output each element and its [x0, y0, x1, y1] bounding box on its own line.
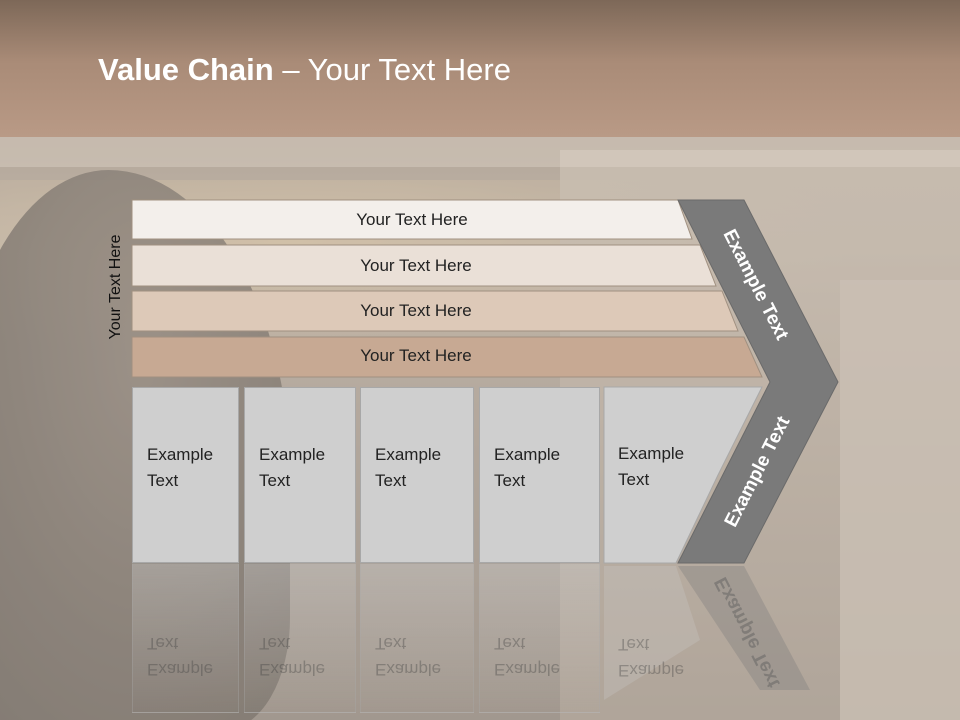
title-bar	[0, 0, 960, 167]
row-4: Your Text Here	[132, 336, 700, 376]
box-3-reflection-text: Example Text	[375, 630, 441, 682]
box-2-line-2: Text	[259, 471, 291, 490]
box-2-reflection-line-1: Example	[259, 660, 326, 679]
box-2-reflection-text: Example Text	[259, 630, 325, 682]
box-3-line-2: Text	[375, 471, 407, 490]
box-4-line-2: Text	[494, 471, 526, 490]
row-1: Your Text Here	[132, 200, 692, 240]
box-3-reflection-line-2: Text	[375, 634, 407, 653]
box-2-reflection-line-2: Text	[259, 634, 291, 653]
row-4-label: Your Text Here	[360, 346, 472, 365]
row-4-shape	[131, 336, 763, 378]
box-5-reflection-text-area: Example Text	[604, 563, 684, 713]
box-4-reflection-line-1: Example	[494, 660, 561, 679]
box-3-reflection-line-1: Example	[375, 660, 442, 679]
row-2-shape	[131, 244, 717, 287]
box-1-reflection-text: Example Text	[147, 630, 213, 682]
box-5-line-2: Text	[618, 470, 650, 489]
chevron-shape	[677, 199, 839, 564]
box-1-reflection-line-2: Text	[147, 634, 179, 653]
row-3-label: Your Text Here	[360, 301, 472, 320]
box-3-reflection: Example Text	[360, 563, 474, 713]
box-1-reflection-line-1: Example	[147, 660, 214, 679]
box-1-line-2: Text	[147, 471, 179, 490]
chevron-reflection	[678, 566, 810, 690]
row-1-label: Your Text Here	[356, 210, 468, 229]
box-4-line-1: Example	[494, 445, 561, 464]
box-1-line-1: Example	[147, 445, 214, 464]
box-5-reflection	[604, 566, 700, 700]
box-5-line-1: Example	[618, 444, 685, 463]
box-2-line-1: Example	[259, 445, 326, 464]
box-5-shape	[603, 386, 763, 564]
slide-title-rest: – Your Text Here	[273, 52, 511, 87]
box-5-reflection-line-2: Text	[618, 635, 650, 654]
slide-title-bold: Value Chain	[98, 52, 274, 87]
row-2-label: Your Text Here	[360, 256, 472, 275]
row-3: Your Text Here	[132, 291, 700, 331]
box-3-line-1: Example	[375, 445, 442, 464]
background-tower	[840, 280, 960, 720]
slide-title: Value Chain – Your Text Here	[98, 52, 511, 88]
box-5-reflection-text: Example Text	[618, 631, 684, 683]
box-4-reflection: Example Text	[479, 563, 600, 713]
box-1-reflection: Example Text	[132, 563, 239, 713]
row-2: Your Text Here	[132, 246, 700, 286]
box-5-reflection-line-1: Example	[618, 661, 685, 680]
box-4-reflection-line-2: Text	[494, 634, 526, 653]
box-2-reflection: Example Text	[244, 563, 356, 713]
row-1-shape	[131, 199, 693, 240]
box-4-reflection-text: Example Text	[494, 630, 560, 682]
row-3-shape	[131, 290, 739, 332]
title-bar-band	[0, 137, 960, 167]
